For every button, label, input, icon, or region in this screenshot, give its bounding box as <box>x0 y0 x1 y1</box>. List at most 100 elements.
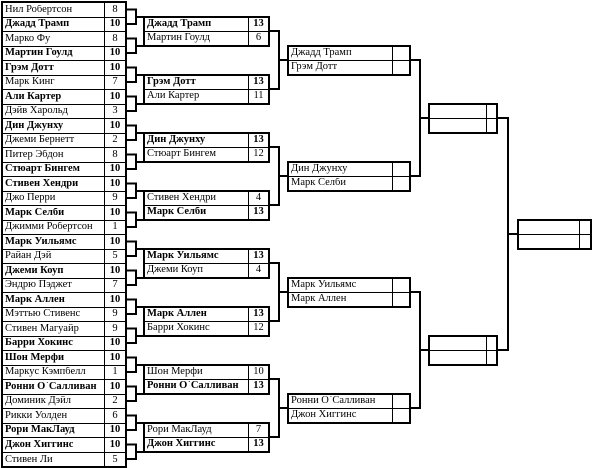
player-score: 10 <box>104 424 125 437</box>
player-score: 10 <box>104 235 125 249</box>
player-score: 7 <box>248 424 268 437</box>
player-name: Стивен Магуайр <box>5 323 79 334</box>
player-name: Рори МакЛауд <box>5 425 75 436</box>
player-row: Ронни О`Салливан <box>289 395 409 409</box>
player-score: 11 <box>248 90 268 103</box>
player-row: Дин Джунху <box>289 163 409 177</box>
player-score: 10 <box>104 119 125 133</box>
player-score: 13 <box>248 76 268 89</box>
player-row: Рори МакЛауд 10 <box>3 424 125 438</box>
round2-connector-lines <box>268 30 289 438</box>
player-score: 10 <box>104 47 125 60</box>
player-name: Грэм Дотт <box>147 77 196 88</box>
player-name: Мэттью Стивенс <box>5 309 81 320</box>
player-name: Марк Аллен <box>291 294 347 305</box>
player-row-empty <box>430 105 496 119</box>
player-row: Али Картер 10 <box>3 90 125 105</box>
player-name: Ронни О`Салливан <box>291 396 376 407</box>
player-name: Ронни О`Салливан <box>5 381 97 392</box>
player-row: Джимми Робертсон 1 <box>3 221 125 235</box>
player-name: Джимми Робертсон <box>5 222 93 233</box>
player-score: 13 <box>248 438 268 451</box>
player-name: Питер Эбдон <box>5 149 64 160</box>
player-name: Али Картер <box>5 91 62 102</box>
semifinal-match-box <box>428 335 498 366</box>
player-score-empty <box>392 163 409 176</box>
player-name: Барри Хокинс <box>147 323 210 334</box>
player-score: 10 <box>104 90 125 104</box>
player-score: 6 <box>248 32 268 45</box>
player-score: 9 <box>104 322 125 336</box>
player-name: Стюарт Бингем <box>5 164 80 175</box>
player-score: 2 <box>104 395 125 408</box>
player-name: Али Картер <box>147 91 200 102</box>
player-name: Дин Джунху <box>291 164 348 175</box>
player-name: Мартин Гоулд <box>147 33 210 44</box>
player-score: 5 <box>104 453 125 466</box>
player-row: Ронни О`Салливан 10 <box>3 380 125 395</box>
player-score-empty <box>392 293 409 306</box>
player-name: Марк Кинг <box>5 77 55 88</box>
player-name: Грэм Дотт <box>5 62 54 73</box>
player-score: 1 <box>104 366 125 379</box>
player-score: 10 <box>104 380 125 394</box>
player-score-empty <box>486 119 496 132</box>
player-row: Стивен Хендри 4 <box>145 192 268 206</box>
player-row: Грэм Дотт <box>289 61 409 74</box>
player-name: Эндрю Пэджет <box>5 280 72 291</box>
player-score: 2 <box>104 134 125 147</box>
player-score: 7 <box>104 76 125 89</box>
player-score: 12 <box>248 148 268 161</box>
player-name: Стивен Хендри <box>147 193 216 204</box>
player-name: Доминик Дэйл <box>5 396 71 407</box>
player-row: Марк Кинг 7 <box>3 76 125 90</box>
player-row: Грэм Дотт 10 <box>3 61 125 76</box>
player-name: Джадд Трамп <box>5 19 70 30</box>
player-name: Дэйв Харольд <box>5 106 68 117</box>
quarterfinal-match-box: Дин Джунху Марк Селби <box>287 161 411 192</box>
player-row: Джон Хиггинс <box>289 409 409 422</box>
player-score: 13 <box>248 18 268 31</box>
player-row-empty <box>430 351 496 364</box>
player-score: 10 <box>104 438 125 452</box>
round1-connector-lines <box>127 8 145 460</box>
semifinal-match-box <box>428 103 498 134</box>
quarterfinal-match-box: Марк Уильямс Марк Аллен <box>287 277 411 308</box>
player-score: 4 <box>248 192 268 205</box>
player-score-empty <box>486 351 496 364</box>
player-score: 10 <box>104 61 125 75</box>
player-score: 1 <box>104 221 125 234</box>
player-score: 10 <box>104 177 125 191</box>
player-name: Грэм Дотт <box>291 62 338 73</box>
player-name: Барри Хокинс <box>5 338 73 349</box>
player-name: Марк Селби <box>291 178 346 189</box>
player-name: Джеми Бернетт <box>5 135 75 146</box>
player-row: Стивен Магуайр 9 <box>3 322 125 337</box>
player-score: 7 <box>104 279 125 292</box>
player-score: 13 <box>248 380 268 393</box>
quarterfinal-match-box: Джадд Трамп Грэм Дотт <box>287 45 411 76</box>
player-name: Марк Селби <box>147 207 207 218</box>
player-name: Марк Селби <box>5 207 65 218</box>
